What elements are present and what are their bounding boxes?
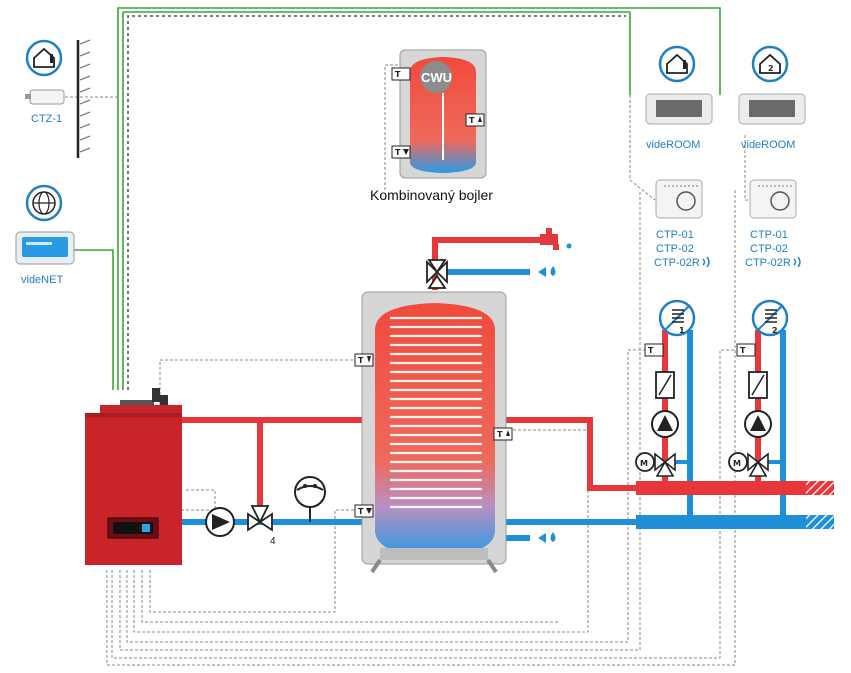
sensor-icon: T bbox=[465, 113, 485, 127]
videroom-1-label: videROOM bbox=[646, 139, 700, 151]
outdoor-sensor-group: CTZ-1 bbox=[25, 39, 91, 158]
ctz-label: CTZ-1 bbox=[31, 113, 62, 125]
motor-valve-icon: M bbox=[728, 452, 769, 477]
svg-text:T: T bbox=[395, 148, 401, 157]
svg-text:2: 2 bbox=[768, 64, 774, 73]
svg-text:2: 2 bbox=[772, 326, 778, 335]
pump-icon bbox=[205, 507, 235, 537]
videnet-group: videNET bbox=[15, 184, 75, 286]
svg-text:T: T bbox=[469, 116, 475, 125]
svg-text:1: 1 bbox=[679, 326, 685, 335]
thermal-actuator bbox=[748, 371, 768, 399]
moon-icon bbox=[432, 211, 440, 227]
water-drop-icon bbox=[538, 266, 556, 277]
zone-1-circuit: 1 T M bbox=[635, 299, 696, 477]
svg-text:M: M bbox=[640, 459, 648, 468]
floor-heating-icon: 1 bbox=[658, 299, 696, 337]
wireless-icon bbox=[702, 256, 710, 268]
boiler-controller-display bbox=[107, 517, 159, 539]
svg-text:T: T bbox=[497, 430, 503, 439]
ctp-1-label-b: CTP-02 bbox=[656, 243, 694, 255]
ctp-2-label-a: CTP-01 bbox=[750, 229, 788, 241]
zone-1-controllers: videROOM CTP-01 CTP-02 CTP-02R bbox=[645, 45, 713, 269]
ctp-thermostat bbox=[749, 179, 797, 219]
cwu-label: CWU bbox=[421, 70, 452, 85]
house-thermometer-icon bbox=[25, 39, 63, 77]
water-drop-icon bbox=[538, 532, 556, 543]
motor-valve-icon: M bbox=[635, 452, 676, 477]
videnet-module bbox=[15, 231, 75, 265]
globe-icon bbox=[25, 184, 63, 222]
svg-text:T: T bbox=[648, 346, 654, 355]
moon-icon bbox=[764, 153, 772, 169]
combined-boiler-label: Kombinovaný bojler bbox=[370, 187, 493, 203]
videroom-panel bbox=[738, 93, 806, 125]
house-thermometer-icon bbox=[658, 45, 696, 83]
videnet-label: videNET bbox=[21, 274, 63, 286]
three-way-valve-icon bbox=[247, 505, 273, 532]
sensor-icon: T bbox=[391, 145, 411, 159]
svg-text:T: T bbox=[740, 346, 746, 355]
svg-text:M: M bbox=[733, 459, 741, 468]
sensor-icon: T bbox=[493, 427, 513, 441]
thermal-actuator bbox=[655, 371, 675, 399]
bus-cables bbox=[60, 7, 721, 390]
valve-number-label: 4 bbox=[270, 536, 276, 547]
zone-2-controllers: 2 videROOM CTP-01 CTP-02 CTP-02R bbox=[738, 45, 806, 269]
water-tap-icon bbox=[540, 228, 572, 250]
sensor-icon: T bbox=[736, 343, 756, 357]
zone-2-circuit: 2 T M bbox=[728, 299, 789, 477]
ctp-1-label-c: CTP-02R bbox=[654, 257, 700, 269]
wireless-icon bbox=[793, 256, 801, 268]
svg-text:T: T bbox=[358, 507, 364, 516]
radiator-icon: 2 bbox=[751, 299, 789, 337]
videroom-2-label: videROOM bbox=[741, 139, 795, 151]
storage-tank: T T T bbox=[354, 291, 513, 574]
sensor-icon: T bbox=[391, 67, 411, 81]
gas-boiler bbox=[85, 388, 182, 565]
videroom-panel bbox=[645, 93, 713, 125]
ctp-thermostat bbox=[655, 179, 703, 219]
ctz-sensor-device bbox=[25, 89, 65, 105]
pressure-gauge-icon bbox=[294, 476, 326, 522]
svg-text:T: T bbox=[358, 356, 364, 365]
sensor-icon: T bbox=[354, 353, 374, 367]
pump-icon bbox=[744, 410, 772, 438]
ctp-2-label-b: CTP-02 bbox=[750, 243, 788, 255]
moon-icon bbox=[670, 153, 678, 169]
ctp-1-label-a: CTP-01 bbox=[656, 229, 694, 241]
heating-coil bbox=[390, 316, 482, 509]
distribution-manifold bbox=[636, 481, 834, 529]
ctp-2-label-c: CTP-02R bbox=[745, 257, 791, 269]
three-way-valve-icon bbox=[426, 259, 448, 289]
sensor-icon: T bbox=[354, 504, 374, 518]
cwu-tank: CWU T T T bbox=[391, 49, 487, 179]
sensor-icon: T bbox=[644, 343, 664, 357]
house-thermometer-icon: 2 bbox=[751, 45, 789, 83]
svg-text:T: T bbox=[395, 70, 401, 79]
pump-icon bbox=[651, 410, 679, 438]
